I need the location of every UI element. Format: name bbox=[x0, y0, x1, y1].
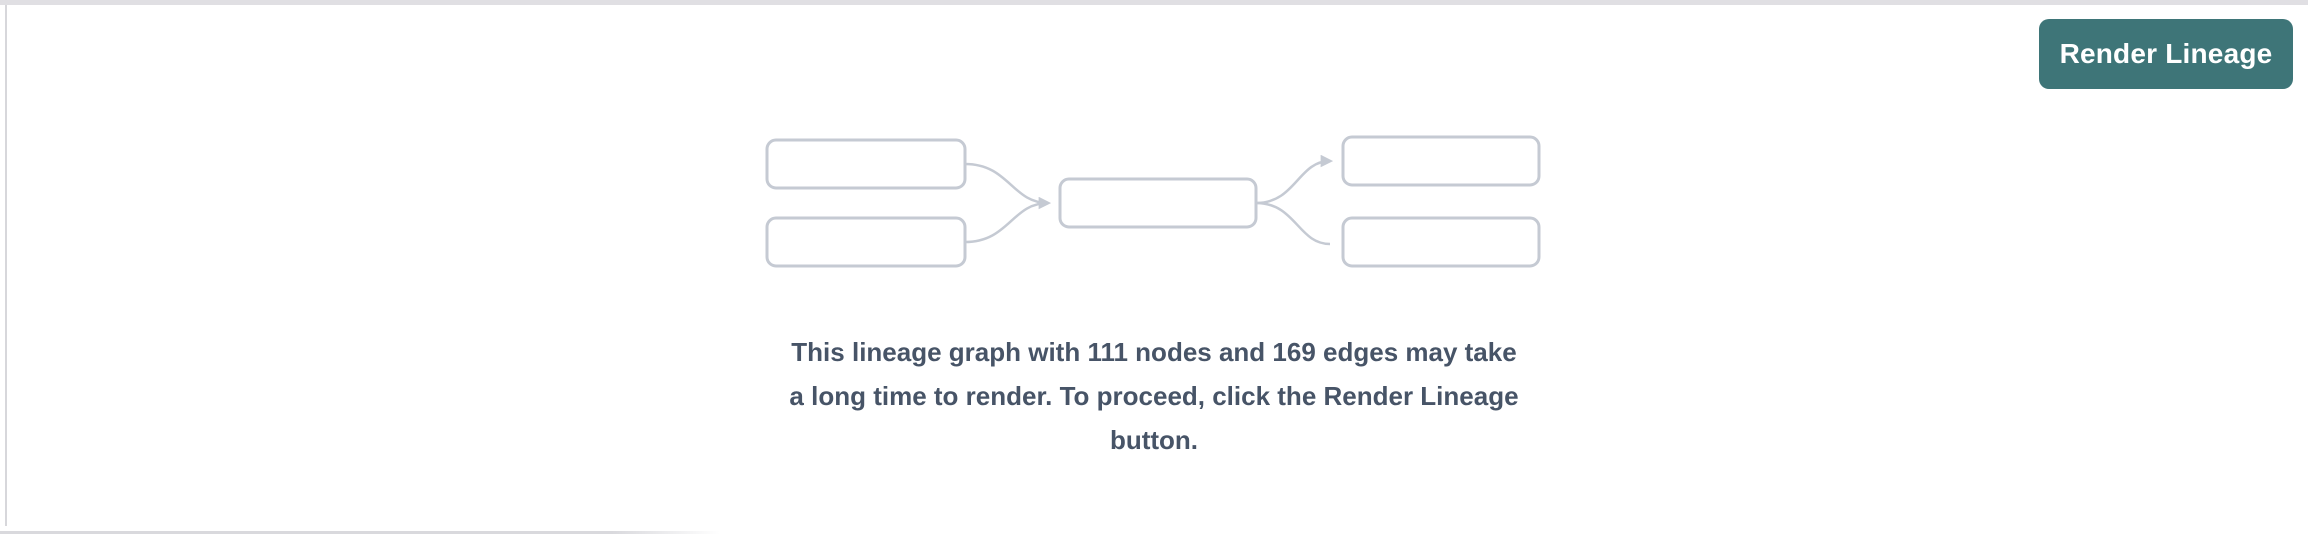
edge-right-bottom bbox=[1255, 201, 1331, 246]
node-middle bbox=[1058, 177, 1258, 229]
node-source-top bbox=[765, 138, 967, 190]
node-target-top bbox=[1341, 135, 1541, 187]
warning-line-2: a long time to render. To proceed, click… bbox=[789, 381, 1519, 411]
top-divider bbox=[0, 0, 2308, 5]
left-divider bbox=[5, 5, 7, 526]
render-lineage-button[interactable]: Render Lineage bbox=[2039, 19, 2293, 89]
edge-left-bottom bbox=[964, 201, 1049, 244]
lineage-placeholder-illustration bbox=[765, 135, 1541, 268]
warning-line-3: button. bbox=[1109, 425, 1199, 455]
bottom-divider bbox=[0, 531, 720, 534]
lineage-placeholder-content: This lineage graph with 111 nodes and 16… bbox=[744, 133, 1564, 462]
node-target-bottom bbox=[1341, 216, 1541, 268]
node-source-bottom bbox=[765, 216, 967, 268]
lineage-warning-message: This lineage graph with 111 nodes and 16… bbox=[789, 330, 1518, 462]
edge-left-top bbox=[964, 162, 1052, 210]
edge-right-top bbox=[1255, 154, 1334, 205]
warning-line-1: This lineage graph with 111 nodes and 16… bbox=[791, 337, 1517, 367]
